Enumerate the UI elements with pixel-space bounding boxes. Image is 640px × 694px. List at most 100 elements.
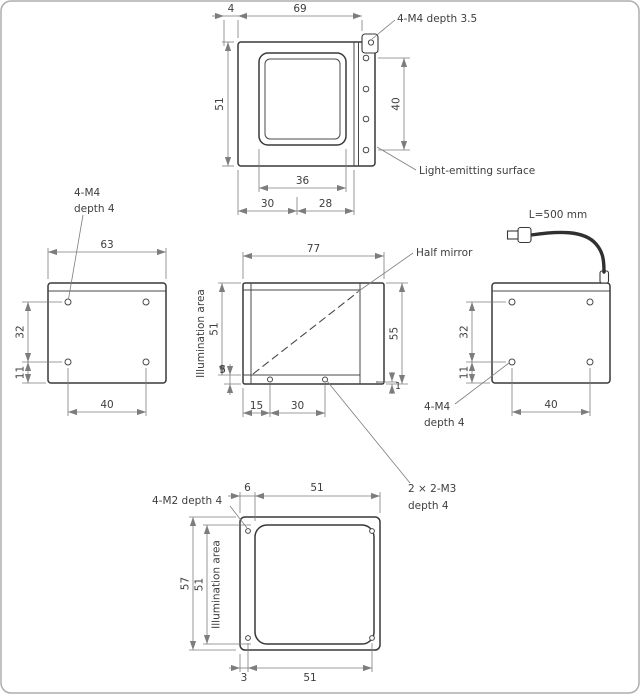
connector-tip [506, 230, 519, 240]
dim-value: 51 [209, 322, 221, 335]
dim-left-hole-span-v: 32 11 [15, 301, 62, 384]
dim-value: 32 [15, 325, 27, 338]
tap-hole [267, 376, 273, 383]
leader-line [454, 362, 510, 405]
dim-value: 51 [310, 482, 323, 494]
connector-body [517, 226, 532, 244]
dim-value: 57 [180, 577, 192, 590]
mount-hole [64, 298, 72, 306]
dim-value: 40 [391, 97, 403, 110]
dim-value: 51 [214, 97, 226, 110]
leader-line [371, 19, 396, 40]
right-view-body [491, 282, 611, 384]
dim-front-edge: 1 [378, 372, 401, 394]
dim-bottom-illumination: 51 Illumination area [194, 524, 251, 645]
dim-value: 3 [241, 672, 248, 684]
callout-label: 4-M4 [74, 187, 101, 199]
callout-label: 4-M2 depth 4 [152, 495, 222, 507]
dim-bottom-top: 6 51 [228, 482, 381, 521]
dim-value: 51 [303, 672, 316, 684]
callout-label: Light-emitting surface [419, 165, 535, 177]
dim-bottom-height: 57 [180, 516, 236, 651]
mount-hole [362, 146, 370, 154]
callout-label: depth 4 [424, 417, 465, 429]
dim-value: 51 [194, 578, 206, 591]
dim-value: 77 [307, 243, 320, 255]
dim-value: 5 [219, 364, 226, 376]
mount-hole [586, 298, 594, 306]
top-view: 4 69 51 40 36 30 28 [212, 3, 535, 215]
dim-value: 40 [100, 399, 113, 411]
dim-value: 32 [459, 325, 471, 338]
front-view: 77 55 51 Illumination area 5 1 [195, 243, 473, 512]
dim-front-holes: 15 30 [242, 385, 326, 417]
front-view-body [242, 282, 385, 385]
dim-value: 30 [291, 400, 304, 412]
dim-value: 40 [544, 399, 557, 411]
illumination-area-label: Illumination area [211, 540, 223, 629]
cable-gland-hole [367, 39, 375, 46]
dim-value: 28 [319, 198, 332, 210]
leader-line [355, 252, 414, 294]
side-view-right: L=500 mm 32 11 40 4-M4 depth 4 [424, 209, 611, 429]
callout-label: 4-M4 depth 3.5 [397, 13, 477, 25]
dim-bottom-bottom: 3 51 [229, 643, 373, 684]
callout-label: Half mirror [416, 247, 473, 259]
label-front-holes: 2 × 2-M3 depth 4 [326, 380, 456, 512]
dim-value: 55 [389, 327, 401, 340]
mount-hole [362, 115, 370, 123]
dim-value: 4 [228, 3, 235, 15]
tap-hole [322, 376, 328, 383]
dim-value: 63 [100, 239, 113, 251]
mount-hole [508, 358, 516, 366]
callout-label: 4-M4 [424, 401, 451, 413]
bottom-view-body [239, 516, 381, 651]
dim-value: 69 [293, 3, 306, 15]
camera-window-inner [264, 58, 341, 140]
dim-body-segments: 30 28 [237, 170, 355, 215]
dim-value: 36 [296, 175, 310, 187]
dim-value: 11 [15, 366, 27, 379]
tap-hole [245, 528, 251, 534]
callout-label: depth 4 [74, 203, 115, 215]
dim-left-hole-span-h: 40 [67, 368, 147, 416]
illumination-window [254, 524, 375, 645]
top-view-body [237, 41, 376, 167]
leader-line [326, 380, 411, 484]
label-right-holes: 4-M4 depth 4 [424, 362, 510, 429]
label-left-holes: 4-M4 depth 4 [68, 187, 115, 300]
dim-top-height: 51 [214, 41, 234, 167]
power-cable [529, 230, 606, 274]
callout-label: 2 × 2-M3 [408, 483, 456, 495]
tap-hole [245, 635, 251, 641]
dim-value: 11 [459, 366, 471, 379]
label-half-mirror: Half mirror [355, 247, 473, 294]
dim-value: 6 [244, 482, 251, 494]
dim-value: 15 [250, 400, 263, 412]
mount-hole [362, 54, 370, 62]
camera-window-outer [258, 52, 347, 146]
dim-front-height: 55 [386, 282, 408, 385]
left-view-body [47, 282, 167, 384]
cable-length-label: L=500 mm [529, 209, 587, 221]
illumination-area-label: Illumination area [195, 289, 207, 378]
label-top-holes: 4-M4 depth 3.5 [371, 13, 477, 40]
mount-hole [362, 85, 370, 93]
tap-hole [369, 528, 375, 534]
label-bottom-holes: 4-M2 depth 4 [152, 495, 248, 529]
mount-hole [586, 358, 594, 366]
dim-value: 1 [395, 381, 401, 392]
dim-emit-height: 40 [378, 57, 410, 151]
mount-hole [64, 358, 72, 366]
dim-left-width: 63 [47, 239, 167, 279]
dim-right-hole-span-h: 40 [511, 368, 591, 416]
callout-label: depth 4 [408, 500, 449, 512]
side-view-left: 63 32 11 40 4-M4 depth 4 [15, 187, 167, 416]
dim-front-illumination: 51 Illumination area 5 [195, 282, 241, 395]
mount-hole [508, 298, 516, 306]
bottom-view: 6 51 3 51 57 51 Illumination area [152, 482, 381, 684]
mount-hole [142, 298, 150, 306]
